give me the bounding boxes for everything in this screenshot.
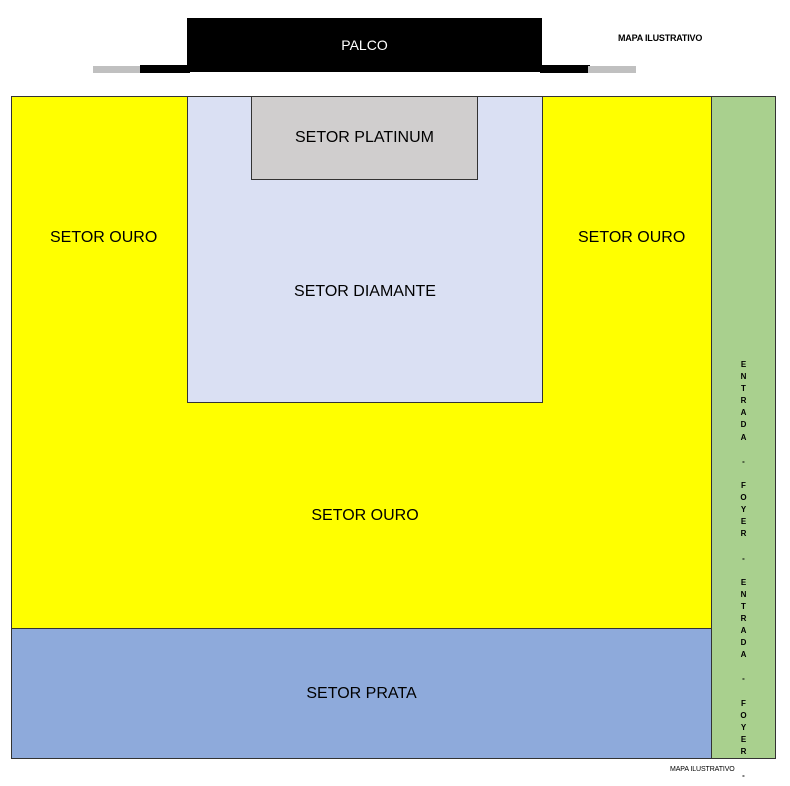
sector-diamante-label: SETOR DIAMANTE: [294, 282, 436, 300]
map-caption-top: MAPA ILUSTRATIVO: [618, 33, 703, 43]
sector-platinum[interactable]: SETOR PLATINUM: [251, 96, 478, 180]
sector-ouro-left-label: SETOR OURO: [50, 229, 158, 246]
map-caption-bottom: MAPA ILUSTRATIVO: [670, 766, 735, 773]
stage-wing-right: [540, 65, 590, 73]
sector-ouro-right-label: SETOR OURO: [578, 229, 686, 246]
sector-prata-label: SETOR PRATA: [306, 684, 417, 702]
stage-wing-right-gray: [588, 66, 636, 73]
stage-wing-left: [140, 65, 190, 73]
stage-label: PALCO: [341, 37, 388, 53]
stage[interactable]: PALCO: [187, 18, 542, 72]
entrance-foyer-label: E N T R A D A - F O Y E R - E N T R A D …: [740, 360, 747, 781]
sector-prata[interactable]: SETOR PRATA: [11, 628, 712, 759]
stage-wing-left-gray: [93, 66, 141, 73]
sector-ouro-center-label: SETOR OURO: [311, 507, 419, 524]
entrance-foyer[interactable]: [711, 96, 776, 759]
sector-platinum-label: SETOR PLATINUM: [295, 129, 434, 146]
